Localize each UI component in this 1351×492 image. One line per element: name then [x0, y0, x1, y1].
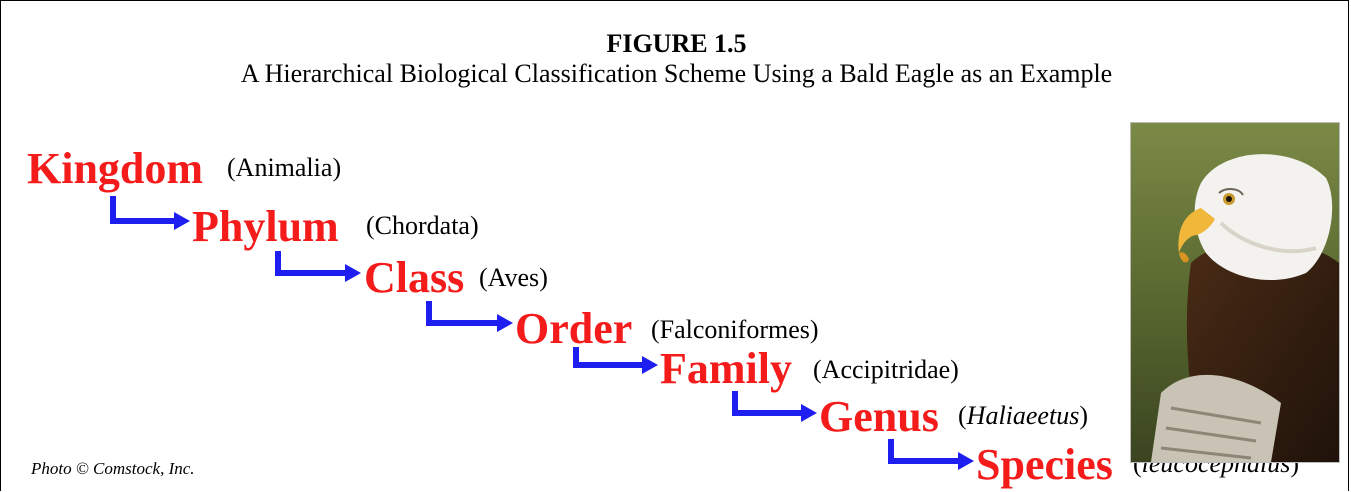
- taxon-order: (Falconiformes): [651, 315, 819, 344]
- taxon-family: (Accipitridae): [813, 355, 959, 384]
- connector-arrow: [573, 347, 658, 374]
- rank-family: Family: [660, 344, 792, 393]
- rank-genus: Genus: [819, 392, 939, 441]
- connector-arrow: [732, 391, 817, 422]
- rank-kingdom: Kingdom: [27, 144, 204, 193]
- figure-number: FIGURE 1.5: [606, 29, 747, 58]
- figure-title: A Hierarchical Biological Classification…: [240, 59, 1113, 88]
- taxon-phylum: (Chordata): [366, 211, 479, 240]
- taxon-genus: (Haliaeetus): [958, 401, 1088, 430]
- taxon-kingdom: (Animalia): [227, 153, 342, 182]
- connector-arrow: [426, 301, 513, 332]
- connector-arrow: [275, 251, 361, 282]
- rank-order: Order: [515, 304, 633, 353]
- rank-species: Species: [976, 440, 1113, 489]
- connector-arrow: [888, 439, 974, 470]
- taxon-class: (Aves): [479, 263, 548, 292]
- connector-arrow: [110, 196, 190, 230]
- rank-class: Class: [364, 253, 465, 302]
- photo-credit: Photo © Comstock, Inc.: [31, 459, 195, 478]
- bald-eagle-photo: [1130, 122, 1340, 463]
- rank-phylum: Phylum: [192, 202, 339, 251]
